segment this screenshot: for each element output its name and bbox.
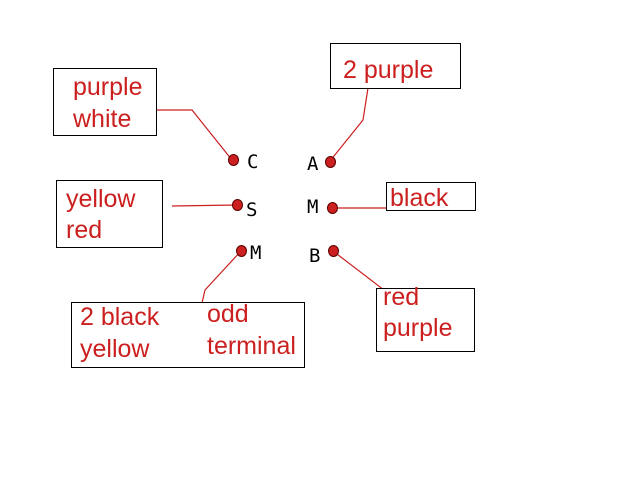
terminal-dot-a <box>325 156 336 168</box>
label-c-line-1: purple <box>73 73 143 101</box>
terminal-letter-m-right: M <box>307 196 319 218</box>
label-m-left-note-line-2: terminal <box>207 332 296 360</box>
terminal-letter-b: B <box>309 245 321 267</box>
label-b-line-2: purple <box>383 314 453 342</box>
label-box-m-left <box>71 302 305 368</box>
label-box-s <box>56 180 163 248</box>
label-m-right-line-1: black <box>390 184 449 212</box>
label-box-a <box>330 43 461 89</box>
label-box-c <box>53 68 157 136</box>
label-m-left-note-line-1: odd <box>207 300 249 328</box>
terminal-dot-m-right <box>327 202 338 214</box>
leader-line-s <box>171 204 238 207</box>
terminal-dot-m-left <box>236 245 247 257</box>
terminal-letter-m-left: M <box>250 242 262 264</box>
leader-line-a <box>329 87 369 162</box>
leader-line-b <box>332 250 385 291</box>
label-box-m-right <box>386 182 476 211</box>
terminal-letter-s: S <box>246 199 258 221</box>
label-c-line-2: white <box>73 105 132 133</box>
label-s-line-2: red <box>66 216 103 244</box>
terminal-letter-a: A <box>307 153 319 175</box>
label-b-line-1: red <box>383 283 420 311</box>
terminal-letter-c: C <box>247 151 259 173</box>
label-a-line-1: 2 purple <box>343 56 434 84</box>
leader-line-c <box>155 109 233 161</box>
terminal-dot-c <box>228 154 239 166</box>
label-box-b <box>376 288 475 352</box>
label-m-left-wires-line-1: 2 black <box>80 303 160 331</box>
label-s-line-1: yellow <box>66 185 136 213</box>
label-m-left-wires-line-2: yellow <box>80 335 150 363</box>
terminal-dot-s <box>232 199 243 211</box>
terminal-dot-b <box>328 245 339 257</box>
leader-line-m-left <box>201 250 242 304</box>
